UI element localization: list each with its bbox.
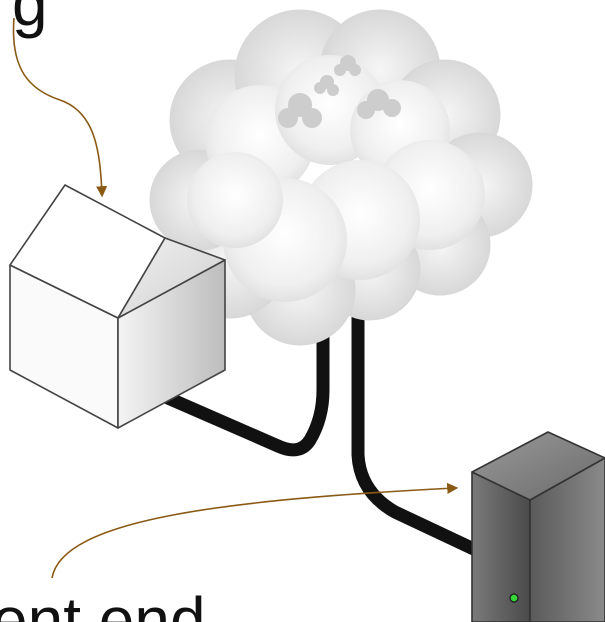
server-icon (471, 431, 605, 622)
bottom-caption-fragment: ent end (0, 584, 206, 622)
server-led (509, 593, 519, 603)
house-icon (9, 184, 226, 429)
cloud-icon (149, 9, 533, 346)
cable-server (351, 273, 487, 559)
annotation-arrow-house (12, 17, 108, 198)
server-top (471, 431, 605, 501)
cable-house (161, 293, 330, 457)
top-caption-fragment: g (12, 0, 48, 39)
house-roof-right (117, 237, 226, 319)
annotation-arrow-server (51, 482, 459, 579)
network-cables (161, 273, 487, 559)
